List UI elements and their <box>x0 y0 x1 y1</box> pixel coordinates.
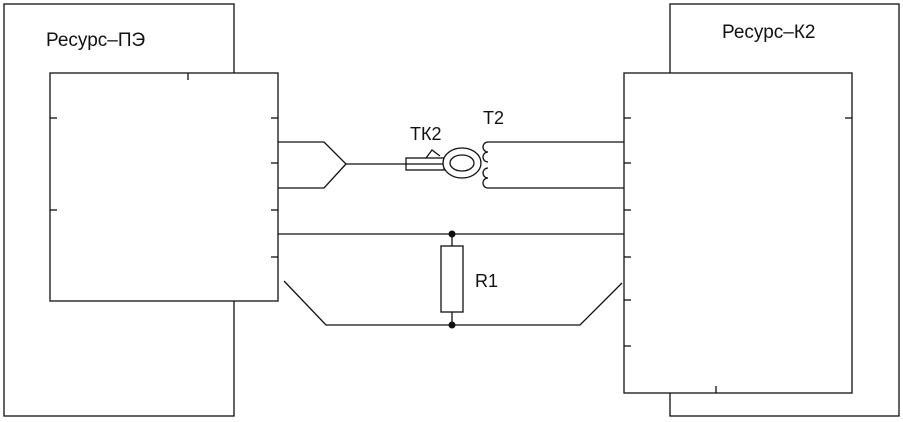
current-clamp-label: ТК2 <box>410 124 442 144</box>
current-clamp-tk2: ТК2 <box>405 124 482 179</box>
transformer-t2: Т2 <box>482 108 504 189</box>
device-resurs-pe-inner-panel <box>49 72 279 302</box>
transformer-winding-top <box>482 141 489 163</box>
connector-chevron <box>278 141 347 189</box>
device-resurs-pe-ticks <box>50 73 278 258</box>
clamp-ring-outer <box>442 147 482 179</box>
resistor-label: R1 <box>475 271 498 291</box>
device-resurs-k2-label: Ресурс–К2 <box>722 22 815 43</box>
device-resurs-k2-inner-panel <box>623 72 853 394</box>
junction-dot-bottom <box>448 321 456 329</box>
device-resurs-pe-label: Ресурс–ПЭ <box>46 30 145 51</box>
transformer-winding-bottom <box>482 167 489 189</box>
transformer-label: Т2 <box>483 108 504 128</box>
device-resurs-k2: Ресурс–К2 <box>623 3 900 417</box>
clamp-ring-inner <box>449 154 475 172</box>
resistor-body <box>440 245 464 313</box>
device-resurs-pe: Ресурс–ПЭ <box>3 3 279 417</box>
device-resurs-k2-ticks <box>624 117 852 393</box>
clamp-jaw <box>425 149 441 159</box>
resistor-r1: R1 <box>440 230 498 329</box>
junction-dot-top <box>448 230 456 238</box>
